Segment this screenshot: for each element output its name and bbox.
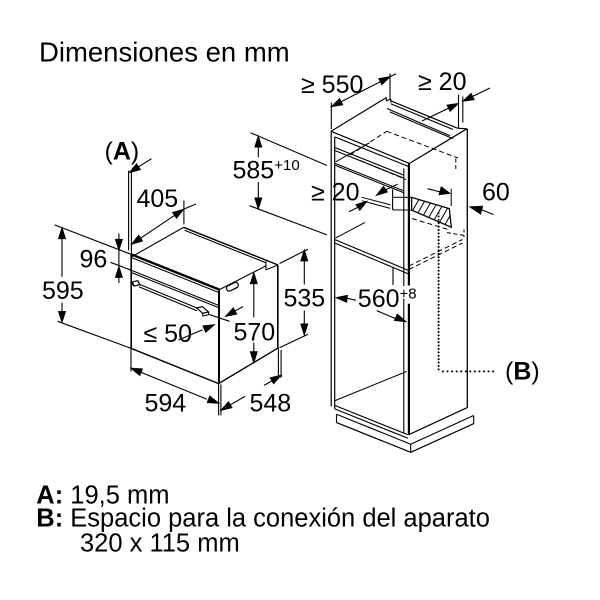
- svg-text:B: Espacio para la conexión de: B: Espacio para la conexión del aparato: [36, 505, 490, 533]
- svg-text:(B): (B): [505, 358, 540, 386]
- svg-text:≥ 550: ≥ 550: [301, 71, 363, 99]
- svg-text:570: 570: [234, 319, 276, 347]
- svg-text:535: 535: [284, 284, 326, 312]
- svg-text:320 x 115 mm: 320 x 115 mm: [80, 530, 240, 558]
- svg-text:≥ 20: ≥ 20: [418, 68, 466, 96]
- svg-text:405: 405: [137, 185, 179, 213]
- svg-text:595: 595: [42, 277, 84, 305]
- svg-text:585+10: 585+10: [233, 157, 300, 185]
- svg-text:60: 60: [482, 179, 510, 207]
- svg-text:594: 594: [145, 390, 187, 418]
- svg-text:Dimensiones en mm: Dimensiones en mm: [39, 37, 290, 68]
- svg-text:(A): (A): [105, 138, 140, 166]
- svg-text:96: 96: [80, 246, 108, 274]
- svg-text:≥ 20: ≥ 20: [311, 179, 359, 207]
- svg-text:548: 548: [250, 390, 292, 418]
- svg-text:A: 19,5 mm: A: 19,5 mm: [36, 482, 169, 510]
- svg-text:≤ 50: ≤ 50: [144, 320, 192, 348]
